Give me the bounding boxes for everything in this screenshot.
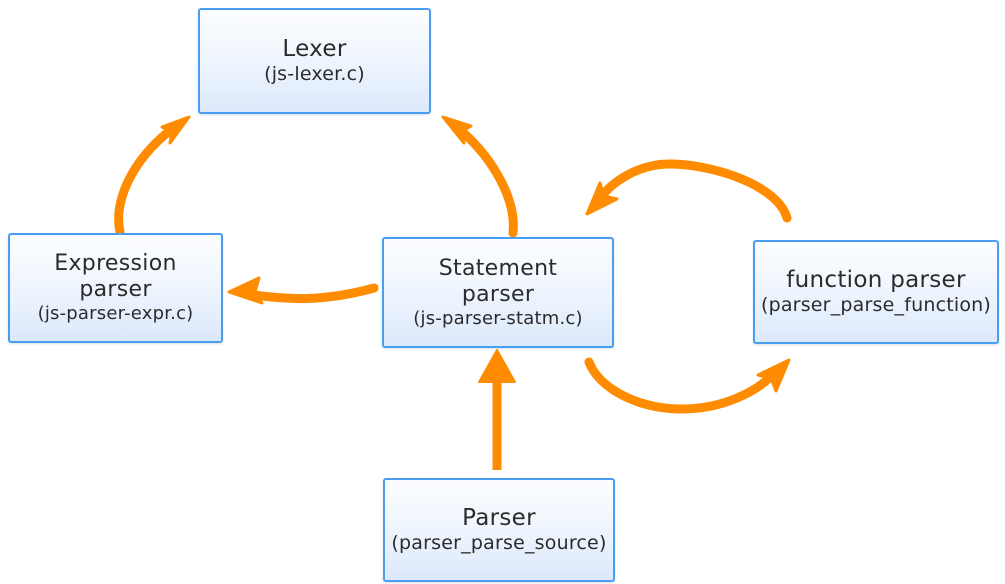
arrow-statement-parser-to-expression-parser [227, 276, 379, 305]
node-function-parser-subtitle: (parser_parse_function) [760, 294, 992, 317]
node-expression-parser-title-line2: parser [79, 277, 152, 303]
node-lexer-subtitle: (js-lexer.c) [264, 63, 365, 86]
node-statement-parser-subtitle: (js-parser-statm.c) [413, 307, 583, 329]
node-parser-subtitle: (parser_parse_source) [391, 532, 607, 555]
node-expression-parser-subtitle: (js-parser-expr.c) [37, 303, 194, 325]
arrow-statement-parser-to-lexer [441, 115, 518, 238]
node-expression-parser[interactable]: Expression parser (js-parser-expr.c) [8, 233, 223, 343]
node-parser-title: Parser [462, 505, 536, 532]
node-lexer-title: Lexer [282, 36, 347, 63]
arrow-function-parser-to-statement-parser [585, 159, 792, 223]
arrow-statement-parser-to-function-parser [584, 357, 791, 414]
node-lexer[interactable]: Lexer (js-lexer.c) [198, 8, 431, 114]
arrow-parser-to-statement-parser [478, 349, 516, 470]
node-function-parser-title: function parser [786, 267, 966, 294]
node-expression-parser-title-line1: Expression [54, 251, 177, 277]
arrow-expression-parser-to-lexer [114, 115, 191, 237]
node-function-parser[interactable]: function parser (parser_parse_function) [753, 240, 999, 344]
node-parser[interactable]: Parser (parser_parse_source) [383, 478, 615, 582]
node-statement-parser-title-line1: Statement [438, 255, 558, 281]
node-statement-parser-title-line2: parser [461, 281, 535, 307]
node-statement-parser[interactable]: Statement parser (js-parser-statm.c) [382, 237, 614, 348]
